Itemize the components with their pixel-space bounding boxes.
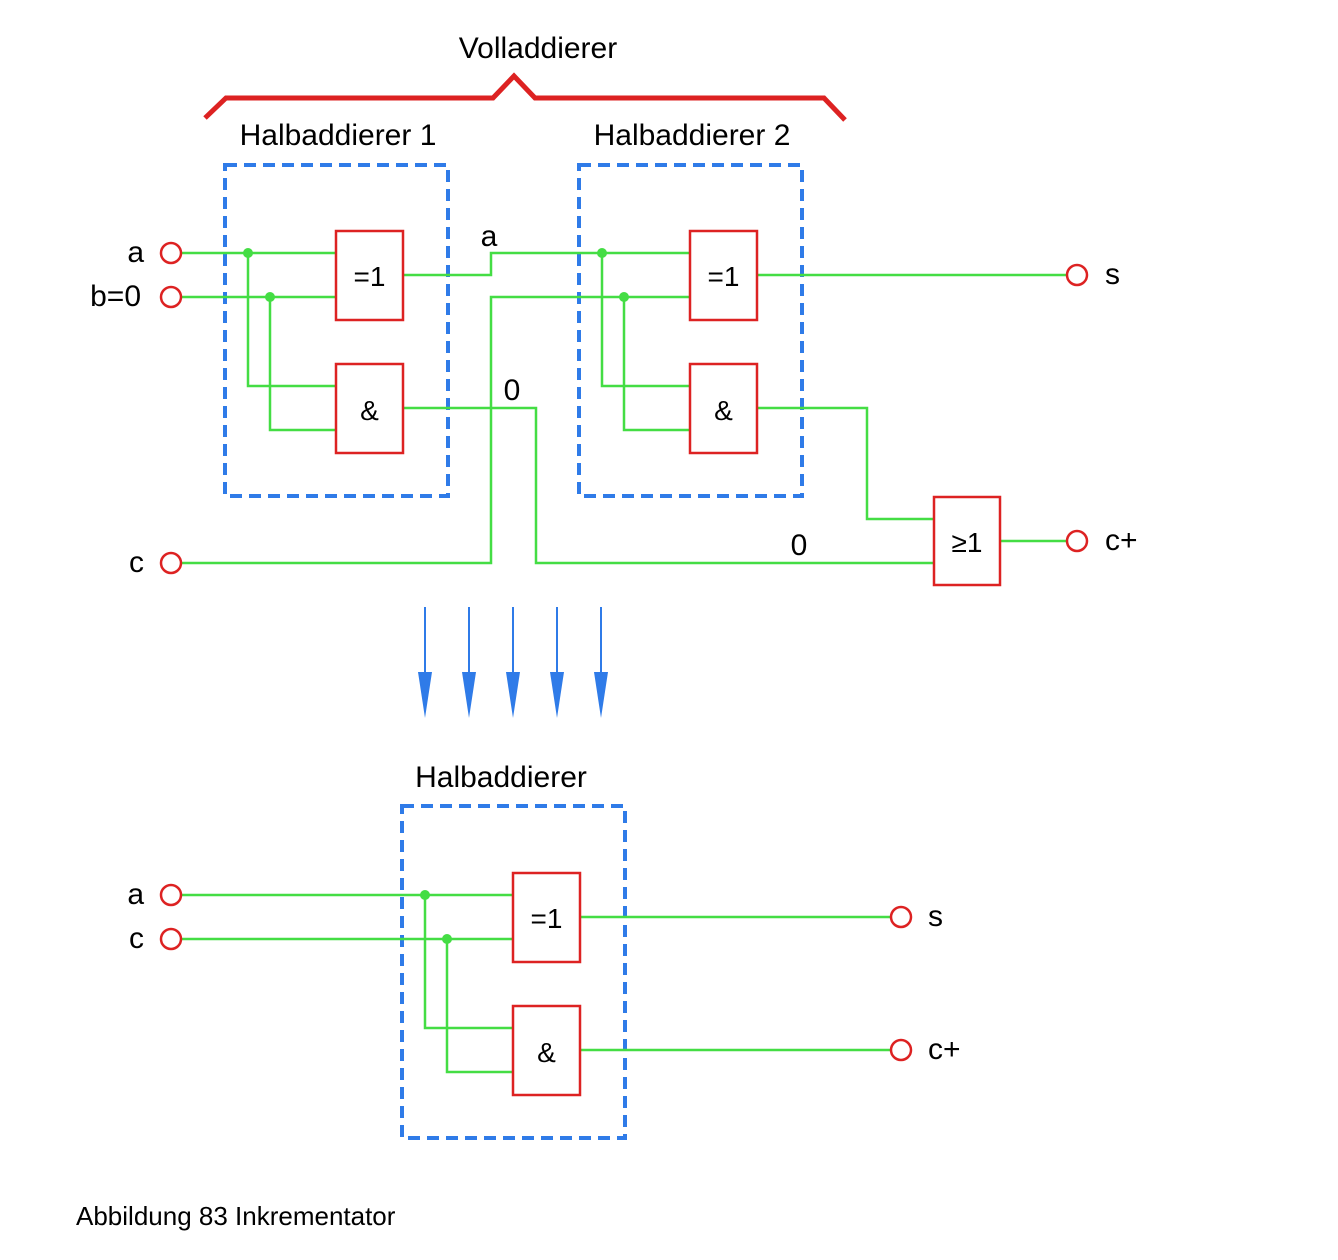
output-carry-label: c+ (1105, 524, 1138, 557)
xor-gate-1 (334, 229, 405, 322)
half-adder-title: Halbaddierer (415, 761, 587, 794)
half-adder-2-group (577, 163, 804, 498)
bottom-input-a-label: a (127, 878, 144, 911)
half-adder-1-group (223, 163, 450, 498)
and-gate-2 (688, 362, 759, 455)
and-gate-1 (334, 362, 405, 455)
full-adder-wires (182, 251, 1066, 565)
output-s-label: s (1105, 258, 1120, 291)
and-gate-bottom (511, 1004, 582, 1097)
bottom-input-a-terminal (159, 883, 183, 907)
half-adder-2-title: Halbaddierer 2 (594, 119, 791, 152)
junction-a-2 (597, 248, 607, 258)
input-a-label: a (127, 236, 144, 269)
xor-gate-2 (688, 229, 759, 322)
full-adder-brace (203, 72, 847, 122)
bottom-output-s-terminal (889, 905, 913, 929)
half-adder-group (400, 804, 627, 1140)
xor-gate-2-label: =1 (708, 261, 740, 292)
input-c-terminal (159, 551, 183, 575)
junction-a-bottom (420, 890, 430, 900)
figure-caption: Abbildung 83 Inkrementator (76, 1201, 396, 1231)
or-gate-label: ≥1 (952, 527, 983, 558)
full-adder-title: Volladdierer (459, 32, 617, 65)
xor-gate-1-label: =1 (354, 261, 386, 292)
or-gate (932, 495, 1002, 587)
bottom-output-carry-terminal (889, 1038, 913, 1062)
junction-c-bottom (442, 934, 452, 944)
junction-c-2 (619, 292, 629, 302)
input-a-terminal (159, 241, 183, 265)
half-adder-wires (182, 893, 890, 1074)
input-b-terminal (159, 285, 183, 309)
and-gate-1-label: & (360, 395, 379, 426)
transform-arrows (418, 607, 608, 718)
junction-b-1 (265, 292, 275, 302)
bottom-input-c-label: c (129, 922, 144, 955)
output-carry-terminal (1065, 529, 1089, 553)
wire-label-zero-low: 0 (791, 529, 808, 562)
xor-gate-bottom (511, 871, 582, 964)
wire-label-zero-mid: 0 (504, 374, 521, 407)
and-gate-2-label: & (714, 395, 733, 426)
wire-label-a: a (481, 220, 498, 253)
bottom-output-carry-label: c+ (928, 1033, 961, 1066)
junction-a-1 (243, 248, 253, 258)
input-c-label: c (129, 546, 144, 579)
xor-gate-bottom-label: =1 (531, 903, 563, 934)
input-b-label: b=0 (90, 280, 141, 313)
output-s-terminal (1065, 263, 1089, 287)
bottom-input-c-terminal (159, 927, 183, 951)
bottom-output-s-label: s (928, 900, 943, 933)
and-gate-bottom-label: & (537, 1037, 556, 1068)
half-adder-1-title: Halbaddierer 1 (240, 119, 437, 152)
